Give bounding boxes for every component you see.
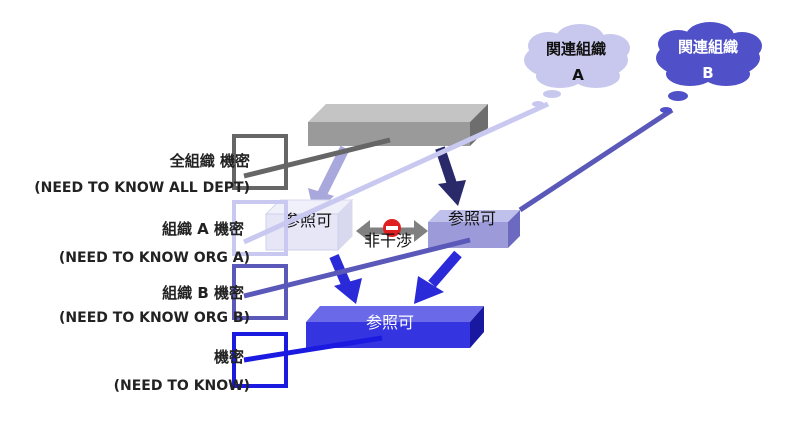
cloud-a-name: 関連組織 bbox=[546, 40, 606, 58]
cloud-a-letter: A bbox=[572, 66, 584, 84]
cloud-b-bubble-small bbox=[660, 107, 672, 113]
cloud-b-letter: B bbox=[702, 64, 713, 82]
level-3-en-label: (NEED TO KNOW ORG B) bbox=[59, 310, 250, 326]
non-interference-label: 非干渉 bbox=[364, 231, 412, 250]
level-4-en-label: (NEED TO KNOW) bbox=[114, 378, 250, 394]
connector-level-4 bbox=[243, 335, 383, 363]
arrow-org-a-to-bottom bbox=[329, 254, 362, 304]
level-square-3 bbox=[232, 264, 288, 320]
level-3-jp-label: 組織 B 機密 bbox=[162, 284, 244, 302]
top-block bbox=[308, 104, 488, 146]
level-square-2 bbox=[232, 200, 288, 256]
level-square-1 bbox=[232, 134, 288, 190]
org-b-box: 参照可 bbox=[428, 209, 520, 248]
level-square-4 bbox=[232, 332, 288, 388]
connector-level-2 bbox=[242, 101, 550, 245]
cloud-b-name: 関連組織 bbox=[678, 38, 738, 56]
level-4-jp-label: 機密 bbox=[214, 348, 244, 366]
arrow-org-b-to-bottom bbox=[414, 250, 462, 304]
level-1-jp-label: 全組織 機密 bbox=[169, 152, 250, 170]
level-2-jp-label: 組織 A 機密 bbox=[162, 220, 244, 238]
no-entry-icon bbox=[383, 219, 401, 237]
connector-level-3b bbox=[518, 107, 674, 213]
cloud-b: 関連組織 B bbox=[656, 22, 762, 86]
connector-level-3 bbox=[243, 237, 471, 299]
org-b-box-label: 参照可 bbox=[448, 209, 496, 228]
arrow-top-to-org-b bbox=[435, 146, 466, 206]
bottom-box: 参照可 bbox=[306, 306, 484, 348]
level-2-en-label: (NEED TO KNOW ORG A) bbox=[59, 250, 250, 266]
cloud-a-bubble-small bbox=[532, 101, 544, 107]
connector-level-1 bbox=[243, 137, 391, 179]
bottom-box-label: 参照可 bbox=[366, 313, 414, 332]
cloud-b-bubble-large bbox=[668, 91, 688, 101]
cloud-a: 関連組織 A bbox=[524, 24, 630, 88]
cloud-a-bubble-large bbox=[543, 90, 561, 98]
level-1-en-label: (NEED TO KNOW ALL DEPT) bbox=[34, 180, 250, 196]
